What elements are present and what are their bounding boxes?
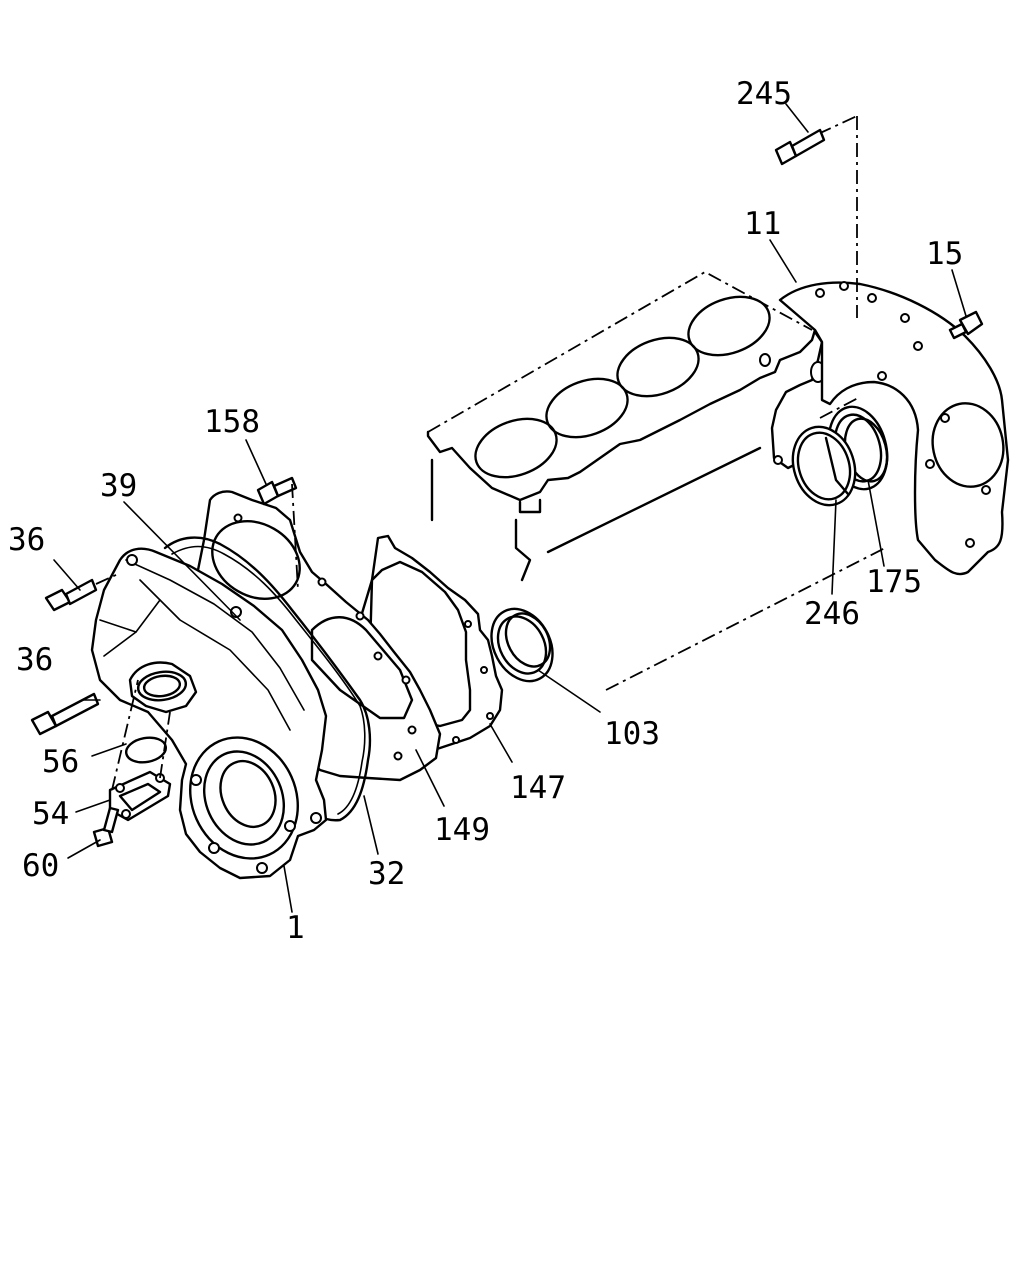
callout-36-lower: 36 bbox=[16, 642, 53, 678]
bolt-36-lower bbox=[30, 692, 100, 736]
callout-54: 54 bbox=[32, 796, 69, 832]
bolt-36-upper bbox=[44, 573, 119, 612]
cover-gasket bbox=[163, 536, 372, 822]
callout-32: 32 bbox=[368, 856, 405, 892]
bolt-158 bbox=[256, 476, 299, 591]
callout-245: 245 bbox=[736, 76, 792, 112]
leader-lines bbox=[53, 103, 967, 913]
callout-36-upper: 36 bbox=[8, 522, 45, 558]
front-oil-seal bbox=[490, 607, 554, 683]
callout-60: 60 bbox=[22, 848, 59, 884]
bolt-15 bbox=[948, 310, 984, 340]
callout-labels: 245 11 15 158 39 36 36 56 54 60 1 32 149… bbox=[8, 76, 963, 946]
bolt-245 bbox=[774, 128, 826, 166]
callout-246: 246 bbox=[804, 596, 860, 632]
callout-149: 149 bbox=[434, 812, 490, 848]
o-ring bbox=[124, 736, 168, 764]
callout-39: 39 bbox=[100, 468, 137, 504]
callout-147: 147 bbox=[510, 770, 566, 806]
rear-plate bbox=[773, 115, 1010, 576]
callout-158: 158 bbox=[204, 404, 260, 440]
callout-15: 15 bbox=[926, 236, 963, 272]
callout-56: 56 bbox=[42, 744, 79, 780]
callout-103: 103 bbox=[604, 716, 660, 752]
bolt-60 bbox=[92, 806, 120, 848]
callout-11: 11 bbox=[744, 206, 781, 242]
callout-1: 1 bbox=[286, 910, 305, 946]
callout-175: 175 bbox=[866, 564, 922, 600]
seal-retainer bbox=[791, 425, 857, 507]
water-outlet-cover bbox=[108, 770, 172, 822]
timing-gear-case bbox=[90, 547, 328, 880]
